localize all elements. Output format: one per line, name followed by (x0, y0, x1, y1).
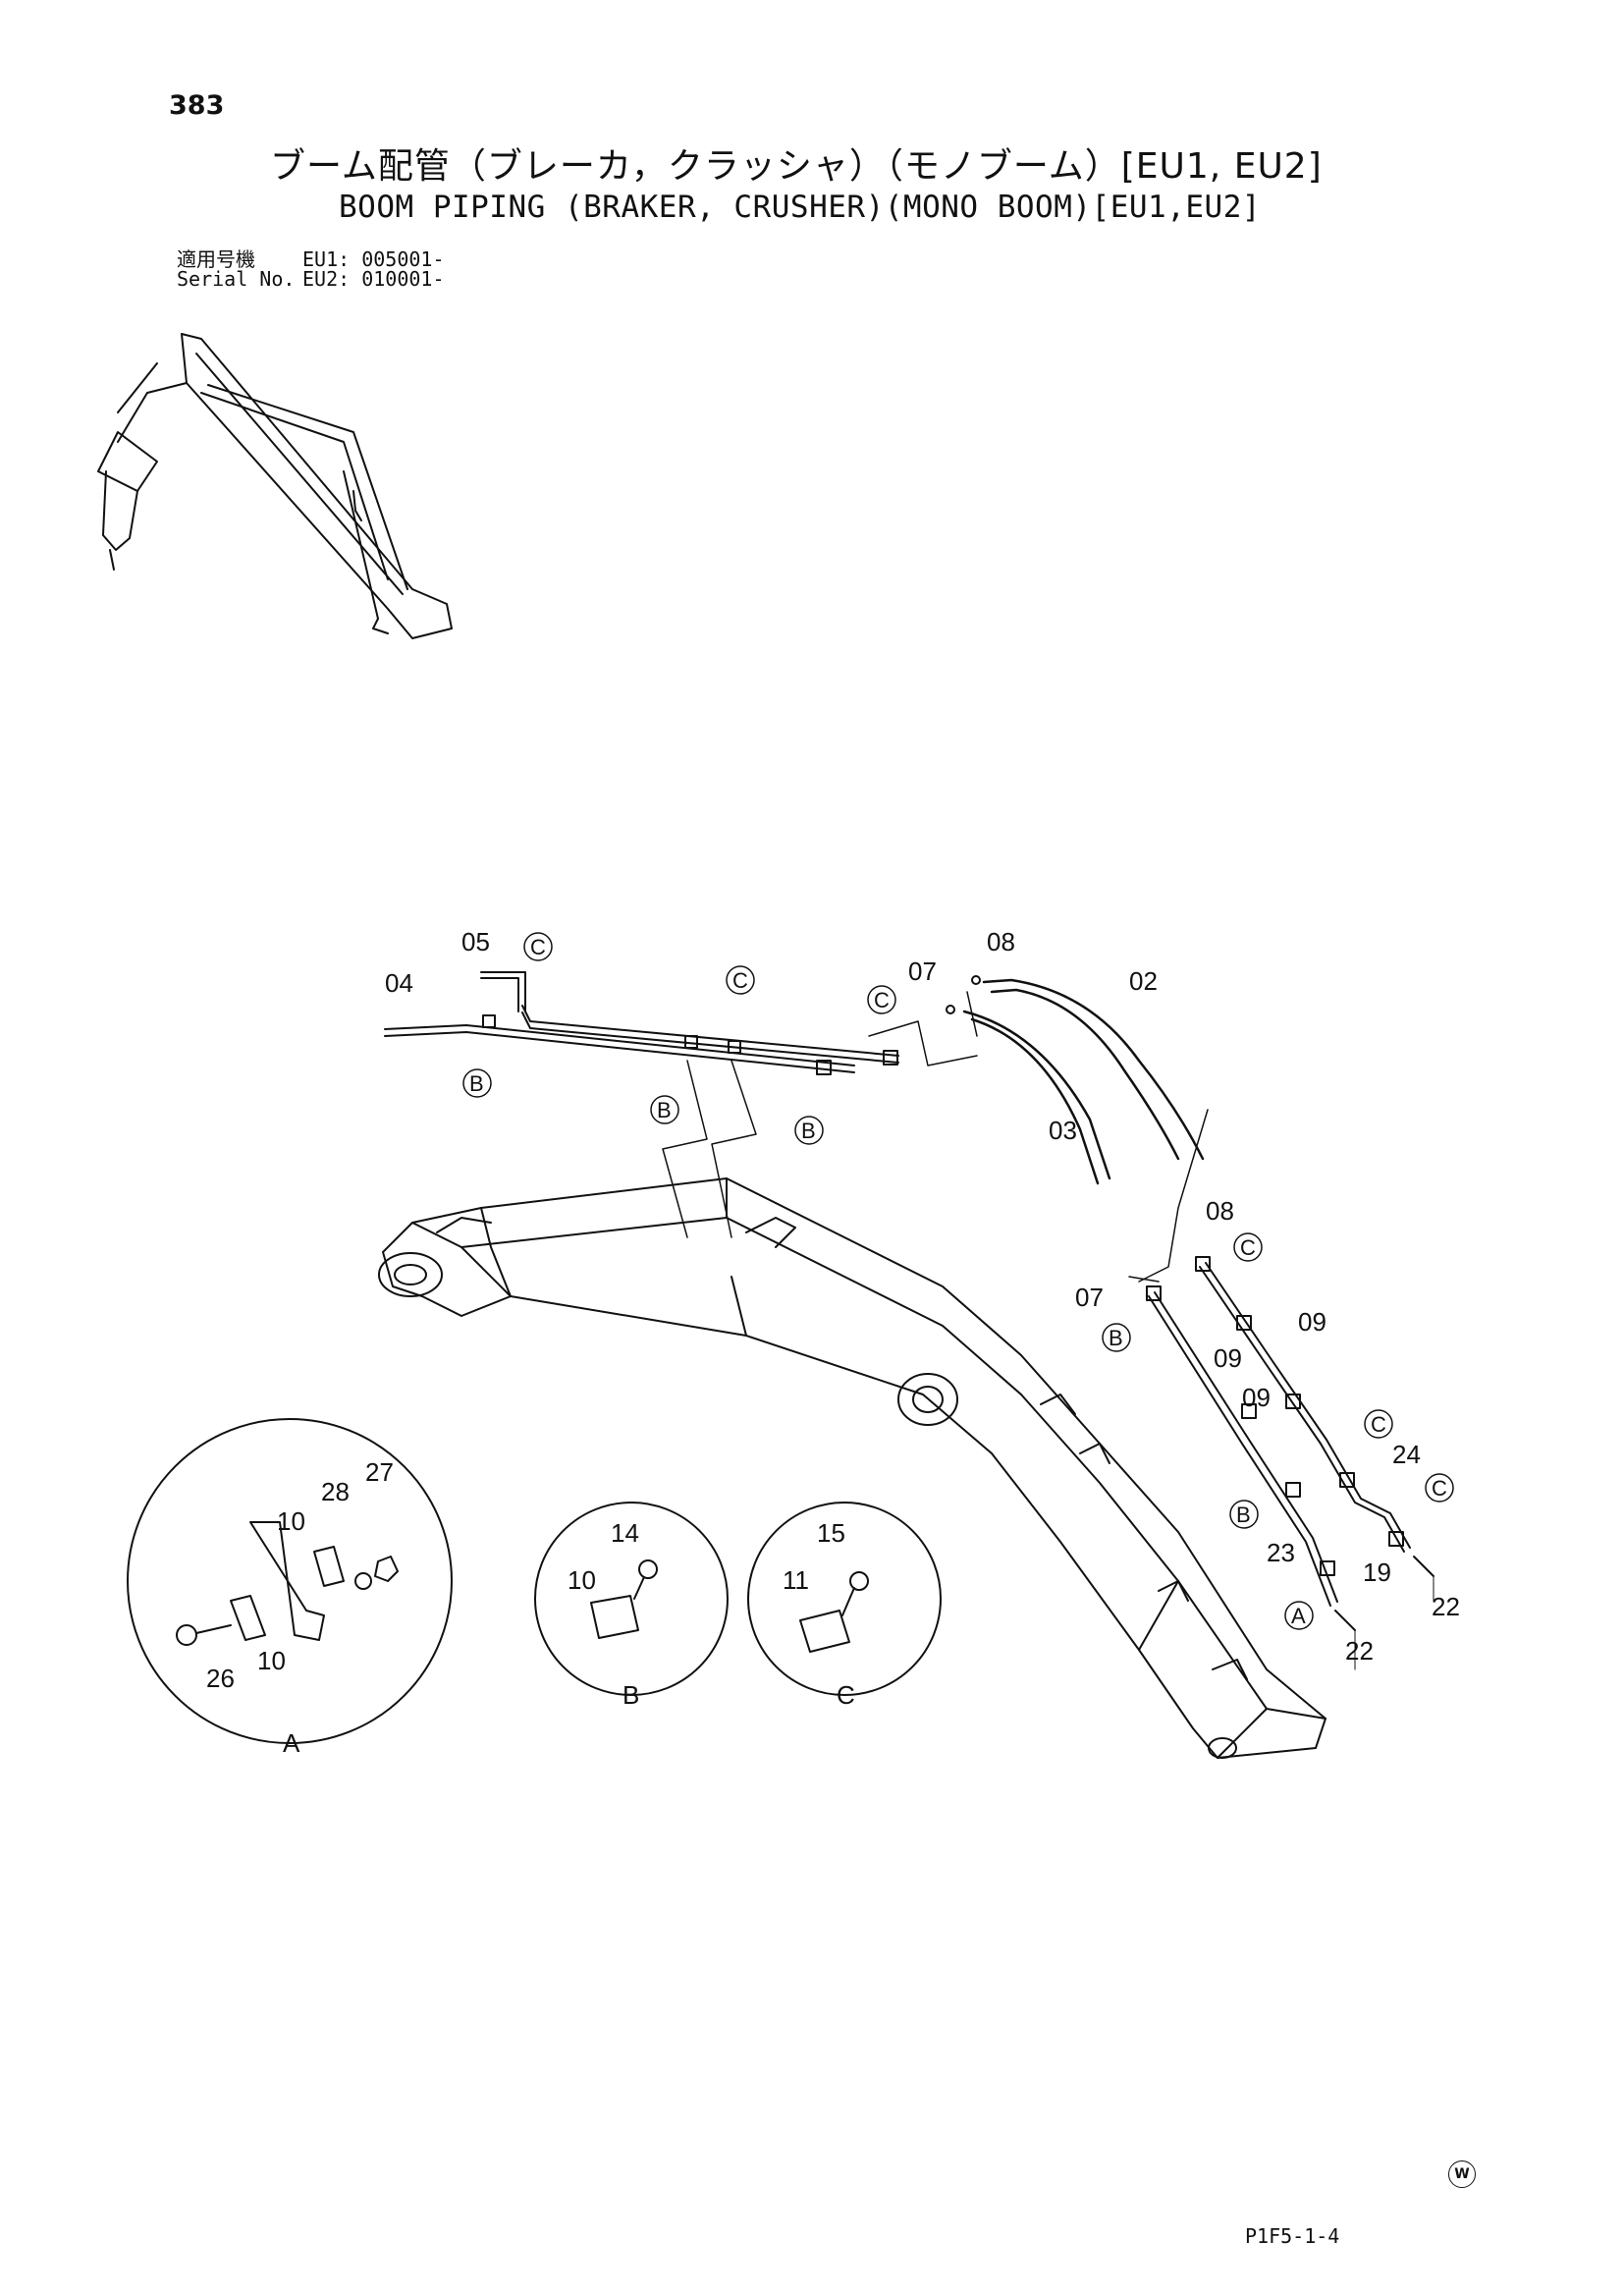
serial-label: Serial No. (177, 267, 296, 291)
upper-piping (384, 971, 981, 1075)
callout-letter: B (657, 1098, 672, 1122)
callout-letter: C (1371, 1412, 1386, 1437)
part-label: 24 (1392, 1440, 1421, 1469)
callout-letter: C (530, 935, 546, 959)
serial-row: 適用号機 EU1: 005001- (177, 244, 445, 272)
hoses (962, 978, 1205, 1185)
callout-letters: C C C C C C B B B B B A (469, 935, 1447, 1628)
overview-boom-thumbnail (97, 333, 453, 639)
serial-value: EU1: 005001- (302, 247, 445, 271)
part-label: 26 (206, 1664, 235, 1693)
part-label: 08 (987, 927, 1015, 957)
callout-letter: C (1432, 1476, 1447, 1501)
part-label: 02 (1129, 966, 1158, 996)
detail-letters: A B C (283, 1680, 855, 1758)
serial-value: EU2: 010001- (302, 267, 445, 291)
main-boom (378, 1177, 1326, 1759)
part-label: 14 (611, 1518, 639, 1548)
detail-label-b: B (623, 1680, 639, 1710)
part-label: 11 (783, 1565, 809, 1595)
part-label: 04 (385, 968, 413, 998)
part-label: 07 (1075, 1283, 1104, 1312)
detail-circle-a (127, 1418, 453, 1744)
watermark-badge: W (1448, 2160, 1476, 2188)
serial-row: Serial No.EU2: 010001- (177, 267, 445, 291)
part-label: 22 (1432, 1592, 1460, 1621)
part-label: 09 (1298, 1307, 1326, 1337)
callout-letter: C (1240, 1235, 1256, 1260)
callout-letter: B (1109, 1326, 1123, 1350)
callout-letter: B (801, 1119, 816, 1143)
part-label: 19 (1363, 1558, 1391, 1587)
callouts (462, 932, 1454, 1630)
callout-letter: B (1236, 1503, 1251, 1527)
part-label: 15 (817, 1518, 845, 1548)
leader-lines (662, 991, 1209, 1283)
part-label: 27 (365, 1457, 394, 1487)
part-label: 10 (568, 1565, 596, 1595)
serial-label: 適用号機 (177, 247, 255, 271)
figure-code: P1F5-1-4 (1245, 2224, 1340, 2248)
detail-circle-c (747, 1502, 942, 1696)
part-label: 22 (1345, 1636, 1374, 1666)
part-labels: 04 05 07 08 02 03 08 07 09 09 09 24 23 1… (206, 927, 1460, 1693)
callout-letter: C (874, 988, 890, 1012)
part-label: 05 (461, 927, 490, 957)
callout-letter: A (1291, 1604, 1306, 1628)
detail-label-a: A (283, 1728, 300, 1758)
part-label: 23 (1267, 1538, 1295, 1567)
callout-letter: B (469, 1071, 484, 1096)
part-label: 08 (1206, 1196, 1234, 1226)
part-label: 09 (1214, 1343, 1242, 1373)
detail-label-c: C (837, 1680, 855, 1710)
part-label: 03 (1049, 1116, 1077, 1145)
part-label: 28 (321, 1477, 350, 1506)
detail-circle-b (534, 1502, 729, 1696)
part-label: 09 (1242, 1383, 1271, 1412)
page-number: 383 (169, 90, 225, 121)
lower-piping (1146, 1256, 1435, 1670)
callout-letter: C (732, 968, 748, 993)
part-label: 10 (257, 1646, 286, 1675)
title-english: BOOM PIPING (BRAKER, CRUSHER)(MONO BOOM)… (339, 190, 1262, 225)
part-label: 07 (908, 957, 937, 986)
part-label: 10 (277, 1506, 305, 1536)
title-japanese: ブーム配管（ブレーカ，クラッシャ）（モノブーム）[EU1, EU2] (270, 146, 1323, 187)
